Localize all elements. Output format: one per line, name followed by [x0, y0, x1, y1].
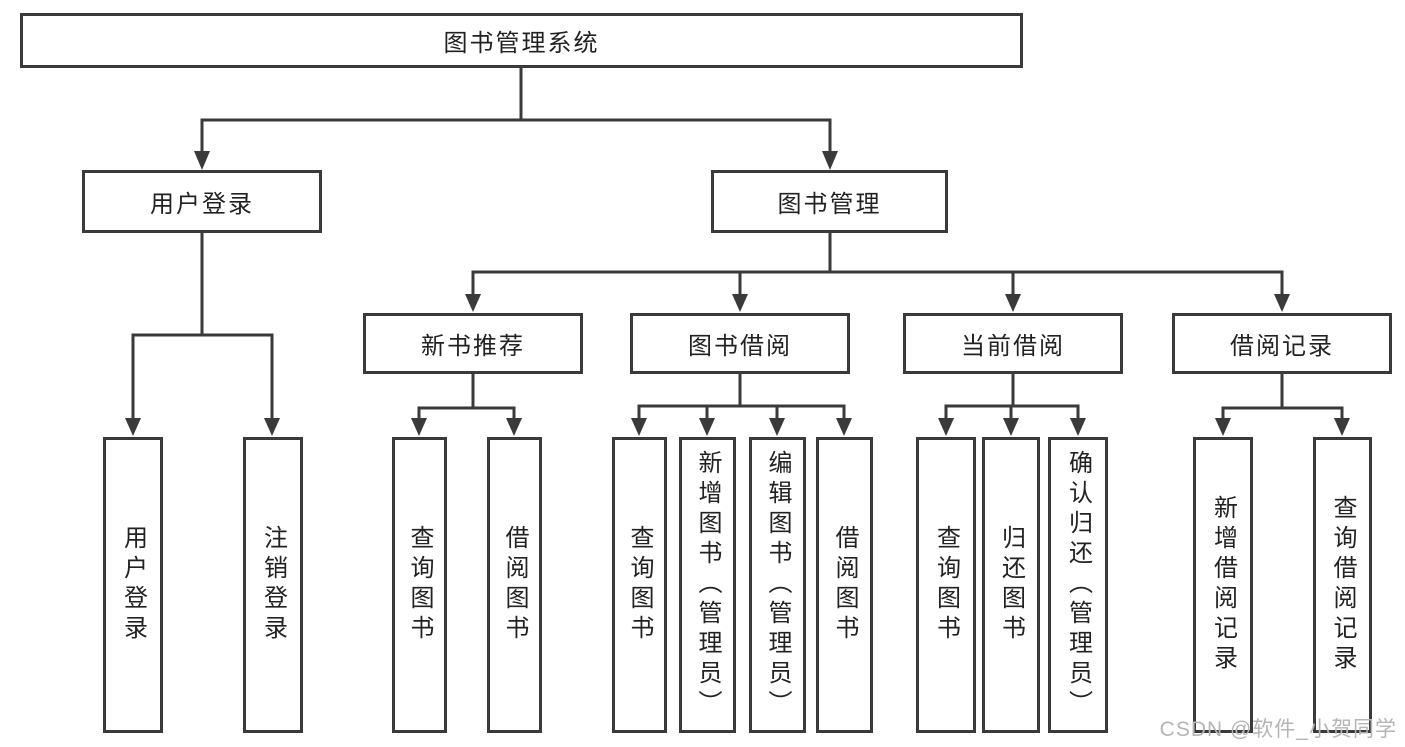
arrowhead [1070, 418, 1086, 436]
arrowhead [411, 418, 427, 436]
leaf-label: 查询图书 [406, 525, 432, 645]
connector-borrow-rail [637, 404, 846, 420]
arrowhead [631, 418, 647, 436]
arrowhead [836, 418, 852, 436]
leaf-edit-books-admin: 编辑图书（管理员） [749, 437, 806, 733]
connector-records-rail [1221, 406, 1344, 420]
node-root: 图书管理系统 [20, 13, 1023, 68]
connector-userlogin-rail [131, 333, 274, 420]
leaf-label: 注销登录 [259, 525, 286, 645]
leaf-user-login: 用户登录 [103, 437, 163, 733]
node-book-borrow: 图书借阅 [630, 313, 850, 374]
node-book-management: 图书管理 [711, 170, 948, 233]
arrowhead [465, 294, 481, 312]
connector-root-rail [200, 118, 832, 152]
leaf-label: 借阅图书 [501, 525, 527, 645]
leaf-label: 查询图书 [932, 525, 959, 645]
leaf-label: 借阅图书 [831, 525, 857, 645]
leaf-label: 新增图书（管理员） [694, 450, 720, 720]
arrowhead [699, 418, 715, 436]
arrowhead [125, 418, 141, 436]
node-new-book-recommend: 新书推荐 [363, 313, 583, 374]
leaf-confirm-return-admin: 确认归还（管理员） [1048, 437, 1108, 733]
arrowhead [1003, 418, 1019, 436]
leaf-add-borrow-record: 新增借阅记录 [1193, 437, 1253, 733]
arrowhead [194, 151, 210, 170]
arrowhead [1334, 418, 1350, 436]
leaf-label: 归还图书 [997, 525, 1024, 645]
leaf-label: 查询图书 [626, 525, 652, 645]
leaf-label: 确认归还（管理员） [1064, 450, 1091, 720]
node-borrow-records: 借阅记录 [1172, 313, 1392, 374]
leaf-label: 用户登录 [119, 525, 146, 645]
leaf-add-books-admin: 新增图书（管理员） [679, 437, 736, 733]
arrowhead [822, 151, 838, 170]
leaf-logout: 注销登录 [243, 437, 303, 733]
arrowhead [264, 418, 280, 436]
leaf-borrow-books-recommend: 借阅图书 [487, 437, 542, 733]
leaf-label: 查询借阅记录 [1329, 495, 1355, 675]
arrowhead [506, 418, 522, 436]
leaf-return-books: 归还图书 [982, 437, 1040, 733]
leaf-query-books-current: 查询图书 [916, 437, 976, 733]
leaf-query-books-borrow: 查询图书 [612, 437, 667, 733]
arrowhead [1005, 294, 1021, 312]
node-user-login: 用户登录 [82, 170, 322, 233]
arrowhead [1215, 418, 1231, 436]
leaf-query-borrow-record: 查询借阅记录 [1313, 437, 1372, 733]
arrowhead [1274, 294, 1290, 312]
arrowhead [769, 418, 785, 436]
leaf-query-books-recommend: 查询图书 [392, 437, 447, 733]
arrowhead [732, 294, 748, 312]
leaf-borrow-books: 借阅图书 [816, 437, 873, 733]
node-current-borrow: 当前借阅 [903, 313, 1123, 374]
leaf-label: 编辑图书（管理员） [764, 450, 790, 720]
connector-recommend-rail [417, 406, 516, 420]
leaf-label: 新增借阅记录 [1209, 495, 1236, 675]
arrowhead [938, 418, 954, 436]
connector-bookmgmt-rail [471, 270, 1284, 295]
